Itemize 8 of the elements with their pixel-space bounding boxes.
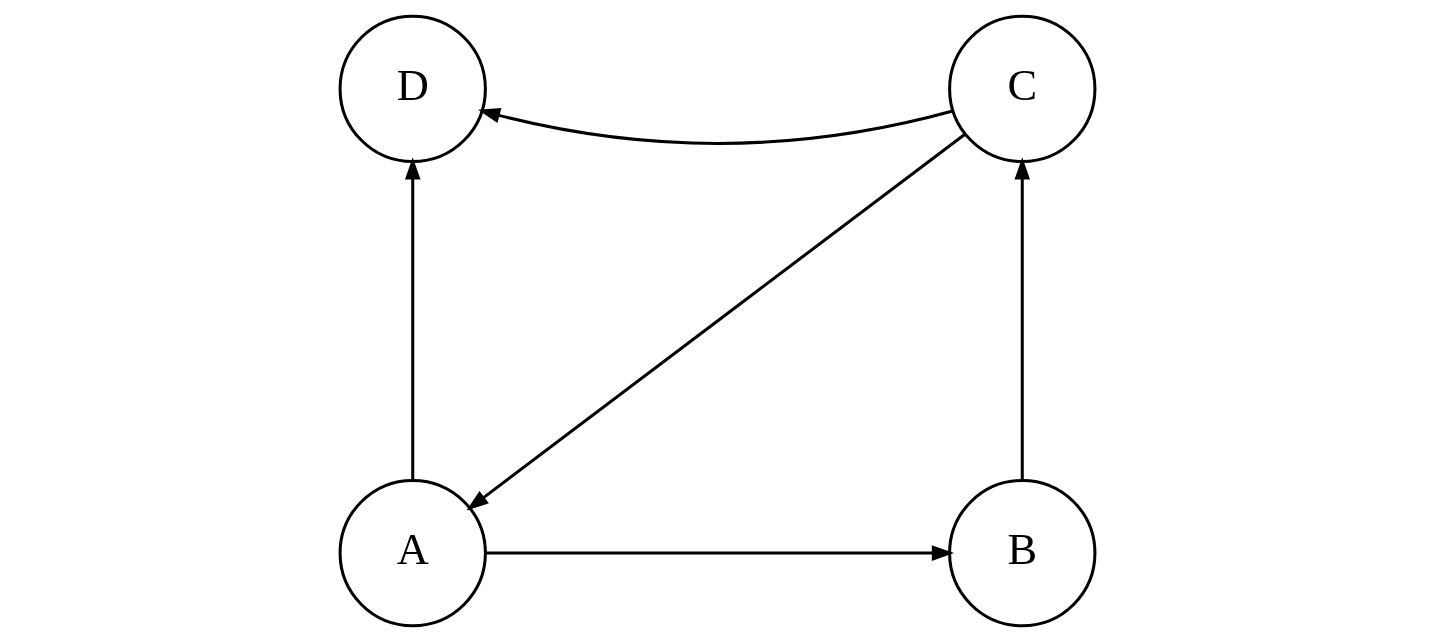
arrow bbox=[465, 133, 966, 511]
arrow bbox=[485, 545, 954, 561]
arrow bbox=[404, 157, 420, 481]
node-circle: C bbox=[947, 14, 1096, 164]
node-circle: D bbox=[338, 14, 487, 164]
arrow bbox=[1014, 157, 1030, 481]
node-circle: B bbox=[947, 478, 1096, 628]
arrow bbox=[477, 108, 953, 145]
